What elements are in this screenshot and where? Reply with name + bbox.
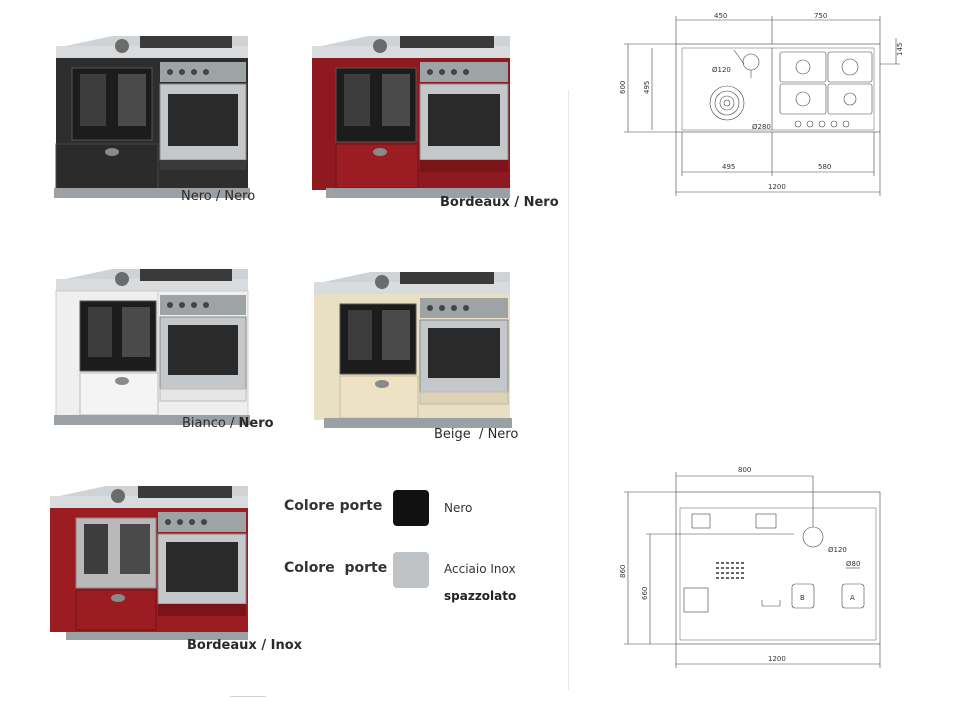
product-image-nero-nero (52, 32, 252, 202)
dim-580: 580 (818, 163, 831, 171)
swatch-nero (393, 490, 429, 526)
product-image-bordeaux-inox (46, 482, 252, 642)
separator: / (509, 195, 524, 210)
swatch-nero-label: Nero (444, 501, 473, 515)
cooker-illustration (50, 486, 248, 640)
separator: / (225, 416, 239, 431)
label-a: A (850, 594, 855, 602)
door-color-title-2: Colore porte (284, 560, 388, 576)
dim-495-vertical: 495 (643, 81, 651, 94)
dia-280: Ø280 (752, 123, 771, 131)
top-view-drawing: 450 750 145 600 495 Ø120 Ø280 495 580 12… (619, 12, 904, 196)
cooker-illustration (312, 36, 510, 198)
door-color-title-1: Colore porte (284, 498, 383, 514)
door-color-label: Nero (224, 189, 256, 204)
door-color-label: Nero (487, 427, 519, 442)
bottom-rule (230, 696, 266, 697)
dia-120: Ø120 (712, 66, 731, 74)
separator: / (211, 189, 225, 204)
product-image-beige-nero (310, 268, 514, 430)
body-color-label: Beige (434, 427, 471, 442)
cooker-illustration (314, 272, 512, 428)
cooker-illustration (54, 269, 250, 425)
dim-right-top: 750 (814, 12, 827, 20)
dim-1200: 1200 (768, 183, 786, 191)
body-color-label: Bianco (182, 416, 226, 431)
caption-nero-nero: Nero / Nero (181, 189, 255, 204)
caption-bordeaux-nero: Bordeaux / Nero (440, 195, 559, 210)
dim-660: 660 (641, 587, 649, 600)
door-color-label: Inox (270, 638, 303, 653)
cooker-illustration (54, 36, 250, 198)
separator: / (256, 638, 271, 653)
door-color-label: Nero (238, 416, 274, 431)
caption-bianco-nero: Bianco / Nero (182, 416, 274, 431)
product-image-bordeaux-nero (308, 32, 514, 202)
door-color-label: Nero (523, 195, 559, 210)
divider-line (568, 90, 569, 690)
swatch-inox-label-2: spazzolato (444, 589, 517, 603)
dim-800: 800 (738, 466, 751, 474)
dim-145: 145 (896, 43, 904, 56)
swatch-inox-label: Acciaio Inox (444, 562, 516, 576)
caption-bordeaux-inox: Bordeaux / Inox (187, 638, 302, 653)
dim-left-top: 450 (714, 12, 727, 20)
dim-600: 600 (619, 81, 627, 94)
separator: / (470, 427, 488, 442)
label-b: B (800, 594, 805, 602)
dim-860: 860 (619, 565, 627, 578)
swatch-inox (393, 552, 429, 588)
dia-80: Ø80 (846, 560, 860, 568)
rear-view-drawing: 800 Ø120 Ø80 860 660 B A 1200 (619, 466, 881, 668)
dim-1200: 1200 (768, 655, 786, 663)
body-color-label: Nero (181, 189, 212, 204)
product-image-bianco-nero (52, 265, 252, 427)
body-color-label: Bordeaux (440, 195, 510, 210)
body-color-label: Bordeaux (187, 638, 257, 653)
dim-495-horizontal: 495 (722, 163, 735, 171)
dia-120: Ø120 (828, 546, 847, 554)
caption-beige-nero: Beige / Nero (434, 427, 518, 442)
